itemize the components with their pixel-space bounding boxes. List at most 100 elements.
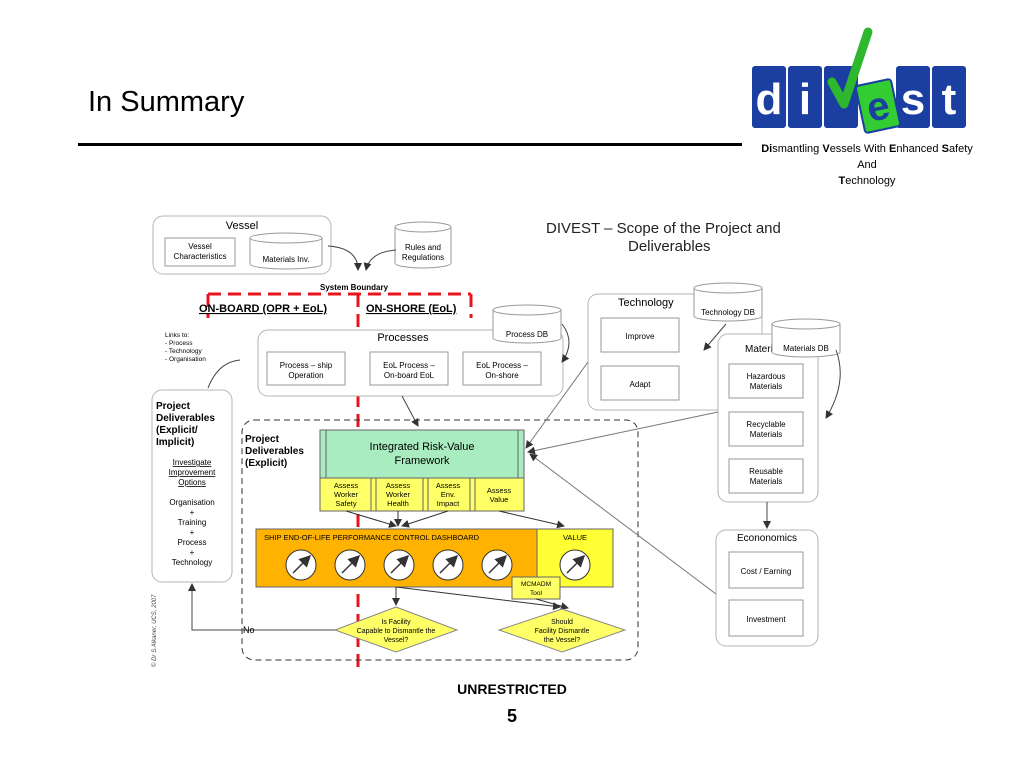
svg-text:Assess: Assess (487, 486, 511, 495)
svg-text:Vessel?: Vessel? (384, 637, 409, 644)
gauge-needle (439, 554, 459, 574)
svg-text:Deliverables: Deliverables (245, 446, 304, 457)
acronym-line-1: Dismantling Vessels With Enhanced Safety (761, 143, 973, 155)
svg-text:Technology: Technology (172, 558, 212, 567)
svg-text:Adapt: Adapt (630, 380, 652, 389)
svg-text:Cost / Earning: Cost / Earning (741, 567, 792, 576)
divest-logo: d i v e s t (752, 27, 966, 134)
acronym-line-2: And (857, 159, 877, 171)
svg-text:Implicit): Implicit) (156, 437, 194, 448)
process-db: Process DB (492, 304, 562, 344)
technology-db: Technology DB (693, 282, 763, 322)
diagram-heading-line-1: DIVEST – Scope of the Project and (546, 220, 781, 237)
no-label: No (243, 625, 255, 635)
svg-text:Options: Options (178, 478, 206, 487)
svg-text:Materials: Materials (750, 382, 782, 391)
svg-text:Deliverables: Deliverables (156, 413, 215, 424)
svg-text:Vessel: Vessel (188, 242, 212, 251)
on-shore-label: ON-SHORE (EoL) (366, 303, 457, 315)
vessel-characteristics-box (164, 237, 236, 267)
svg-text:Assess: Assess (436, 481, 460, 490)
svg-text:Investment: Investment (746, 615, 786, 624)
project-deliverables-panel (151, 389, 233, 583)
svg-text:Improvement: Improvement (169, 468, 216, 477)
technology-title: Technology (618, 297, 674, 309)
svg-text:Training: Training (178, 518, 207, 527)
svg-text:Process: Process (178, 538, 207, 547)
svg-text:- Process: - Process (165, 340, 193, 347)
slide-title: In Summary (88, 86, 245, 118)
materials-db: Materials DB (771, 318, 841, 358)
svg-text:EoL Process –: EoL Process – (383, 361, 435, 370)
svg-text:Is Facility: Is Facility (381, 619, 411, 626)
svg-text:Process – ship: Process – ship (280, 361, 333, 370)
svg-text:Materials: Materials (750, 477, 782, 486)
svg-text:Health: Health (387, 499, 409, 508)
svg-text:the Vessel?: the Vessel? (544, 637, 580, 644)
svg-text:Links to:: Links to: (165, 332, 189, 339)
gauge-needle (390, 554, 410, 574)
svg-text:Hazardous: Hazardous (747, 372, 786, 381)
svg-text:Assess: Assess (334, 481, 358, 490)
svg-text:Materials DB: Materials DB (783, 344, 829, 353)
svg-text:On-board EoL: On-board EoL (384, 371, 435, 380)
vessel-title: Vessel (226, 220, 258, 232)
svg-text:Integrated Risk-Value: Integrated Risk-Value (370, 441, 475, 453)
diagram-heading-line-2: Deliverables (628, 238, 711, 255)
svg-text:Process DB: Process DB (506, 330, 548, 339)
svg-text:Safety: Safety (335, 499, 357, 508)
dashboard-gauges (285, 549, 513, 581)
svg-text:- Organisation: - Organisation (165, 356, 206, 363)
svg-text:Project: Project (156, 401, 191, 412)
svg-text:Impact: Impact (437, 499, 460, 508)
svg-text:MCMADM: MCMADM (521, 581, 551, 588)
svg-text:Facility Dismantle: Facility Dismantle (535, 628, 590, 635)
svg-text:Framework: Framework (394, 455, 450, 467)
svg-text:Should: Should (551, 619, 573, 626)
processes-title: Processes (377, 332, 429, 344)
integrated-risk-value-framework (319, 429, 525, 479)
svg-text:+: + (190, 528, 195, 537)
decision-should-dismantle (497, 608, 627, 653)
svg-text:Capable to Dismantle the: Capable to Dismantle the (357, 628, 436, 635)
svg-text:Materials: Materials (750, 430, 782, 439)
svg-text:+: + (190, 548, 195, 557)
svg-text:Characteristics: Characteristics (174, 252, 227, 261)
copyright-note: © Dr S.Alkaner, UCS, 2007 (151, 594, 158, 667)
gauge-needle (488, 554, 508, 574)
gauge-needle (341, 554, 361, 574)
explicit-deliverables-region (241, 419, 639, 661)
materials-inv-db: Materials Inv. (249, 232, 323, 270)
materials-title: Materials (745, 344, 786, 355)
svg-text:Operation: Operation (288, 371, 323, 380)
svg-text:SHIP END-OF-LIFE PERFORMANCE C: SHIP END-OF-LIFE PERFORMANCE CONTROL DAS… (264, 533, 480, 542)
system-boundary-label: System Boundary (320, 283, 389, 292)
title-divider (78, 143, 742, 146)
svg-text:Env.: Env. (441, 490, 455, 499)
svg-text:Investigate: Investigate (173, 458, 212, 467)
svg-text:(Explicit/: (Explicit/ (156, 425, 198, 436)
svg-text:On-shore: On-shore (485, 371, 519, 380)
logo-letter-t: t (942, 75, 957, 124)
acronym-line-3: Technology (838, 175, 896, 187)
logo-letter-s: s (901, 75, 925, 124)
svg-text:Value: Value (490, 495, 509, 504)
on-board-label: ON-BOARD (OPR + EoL) (199, 303, 327, 315)
svg-text:VALUE: VALUE (563, 533, 587, 542)
svg-text:(Explicit): (Explicit) (245, 458, 287, 469)
svg-text:Regulations: Regulations (402, 253, 444, 262)
svg-text:Reusable: Reusable (749, 467, 783, 476)
svg-text:Improve: Improve (626, 332, 655, 341)
rules-regulations-db: Rules and Regulations (394, 221, 452, 269)
decision-facility-capable (333, 606, 459, 653)
svg-text:- Technology: - Technology (165, 348, 202, 355)
svg-text:Materials Inv.: Materials Inv. (263, 255, 310, 264)
svg-text:Assess: Assess (386, 481, 410, 490)
svg-text:Project: Project (245, 434, 280, 445)
logo-letter-i: i (799, 75, 811, 124)
svg-text:Worker: Worker (334, 490, 359, 499)
scope-diagram: DIVEST – Scope of the Project and Delive… (151, 215, 841, 670)
classification-label: UNRESTRICTED (457, 681, 567, 697)
svg-text:Tool: Tool (530, 590, 542, 597)
svg-text:Rules and: Rules and (405, 243, 441, 252)
